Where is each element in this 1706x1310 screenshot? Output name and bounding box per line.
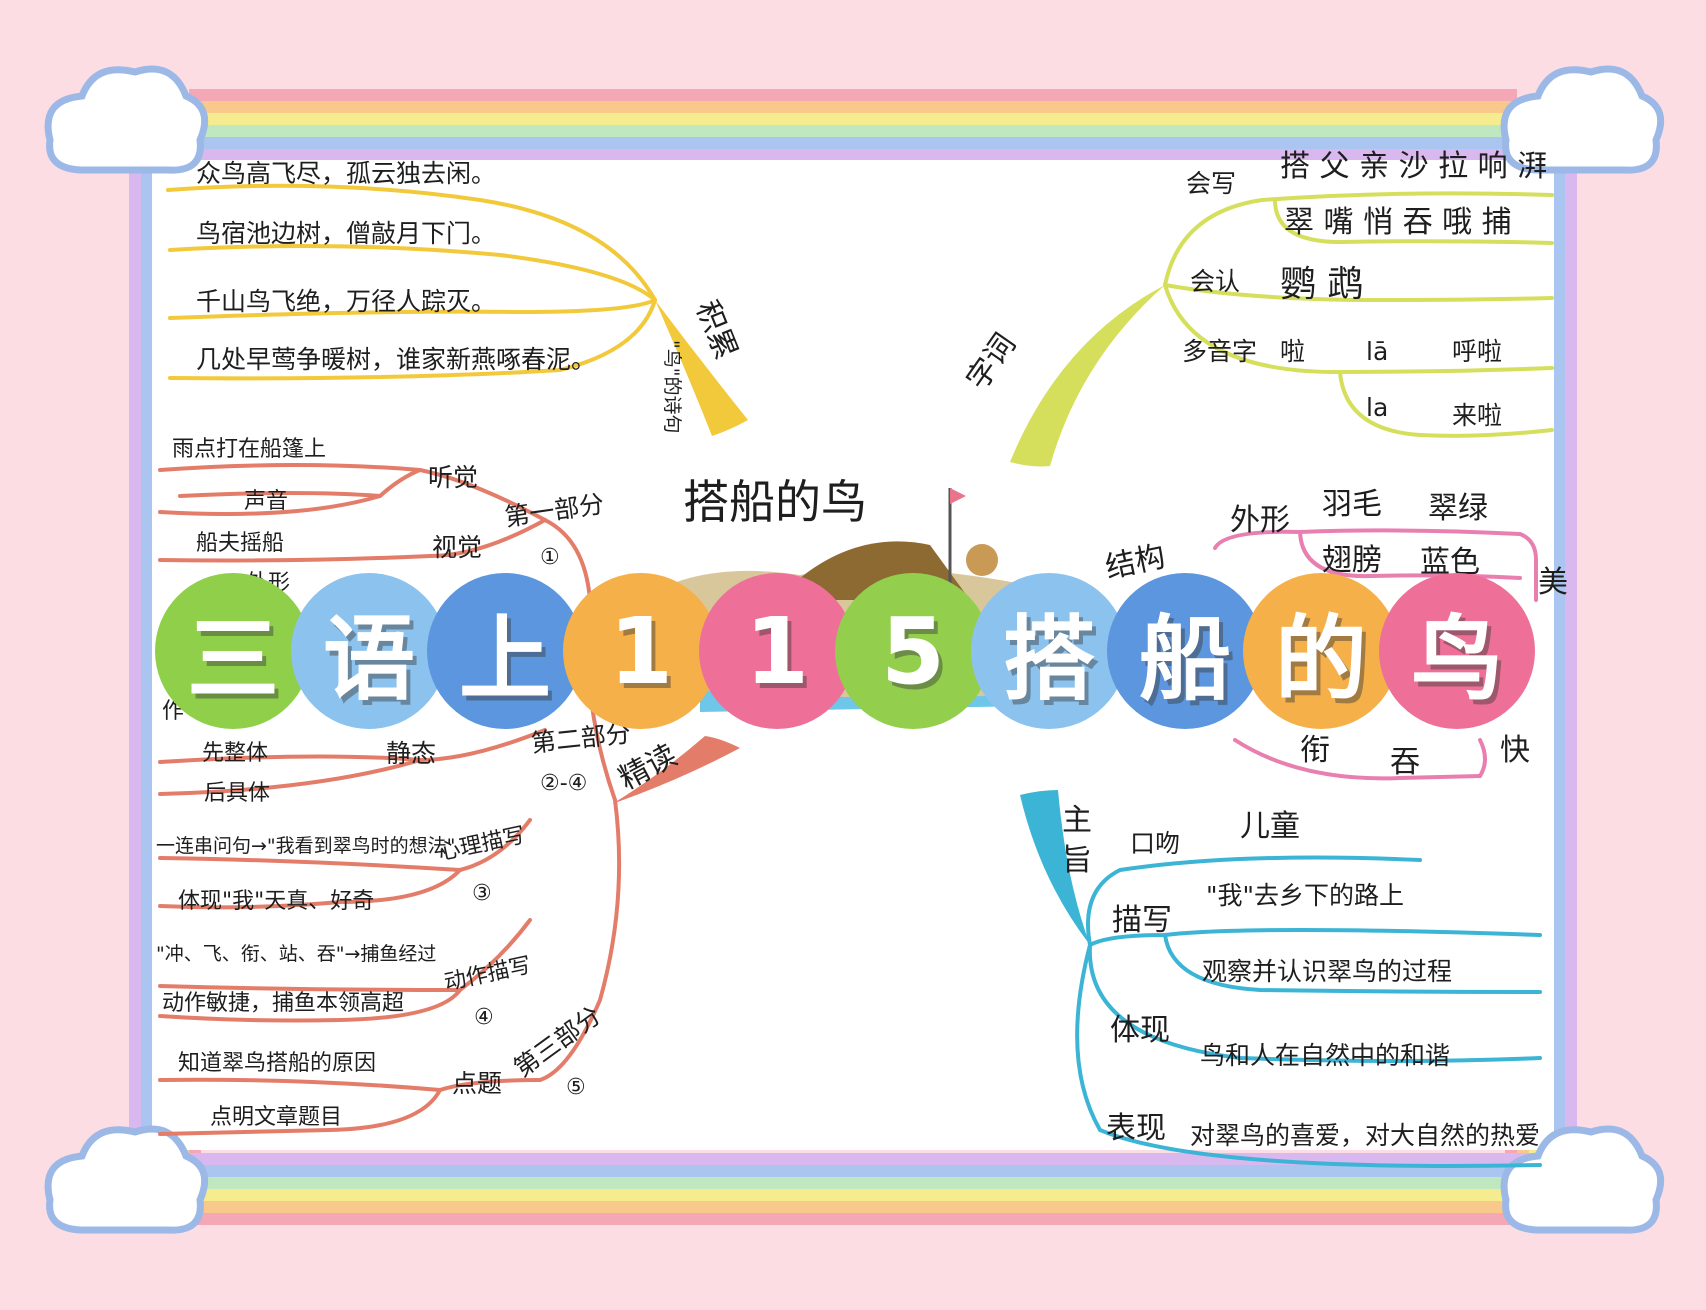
- characters-label: 字词: [960, 327, 1023, 396]
- banner-bubble: 5: [835, 573, 991, 729]
- banner-bubble: 上: [427, 573, 583, 729]
- poem-line: 几处早莺争暖树，谁家新燕啄春泥。: [196, 345, 596, 374]
- hearing-label: 听觉: [428, 463, 478, 492]
- cloud-icon: [1500, 65, 1665, 174]
- banner-bubble: 1: [699, 573, 855, 729]
- part2-number: ②-④: [540, 771, 587, 796]
- structure-item: 衔: [1300, 733, 1330, 768]
- describe-text-2: 观察并认识翠鸟的过程: [1202, 957, 1452, 986]
- static-label: 静态: [386, 739, 436, 768]
- banner-bubble: 鸟: [1379, 573, 1535, 729]
- structure-item: 吞: [1390, 745, 1420, 780]
- characters-branch: [1163, 191, 1554, 438]
- tone-text: 儿童: [1240, 809, 1300, 844]
- sound-text: 声音: [244, 489, 288, 514]
- psych-line-2: 体现"我"天真、好奇: [178, 889, 374, 914]
- action-number: ④: [474, 1005, 494, 1030]
- accumulation-branch: [166, 183, 657, 381]
- accumulation-wedge: [655, 300, 748, 436]
- parts-later-text: 后具体: [204, 781, 270, 806]
- structure-item: 羽毛: [1322, 487, 1382, 522]
- close-reading-wedge: [612, 736, 740, 804]
- structure-item: 翠绿: [1428, 491, 1488, 526]
- banner-bubble: 三: [155, 573, 311, 729]
- accumulation-sublabel: "鸟"的诗句: [661, 340, 683, 433]
- psych-line-1: 一连串问句→"我看到翠鸟时的想法": [156, 835, 455, 857]
- title-text: 点明文章题目: [210, 1105, 342, 1130]
- word-1: 呼啦: [1452, 337, 1502, 366]
- whole-first-text: 先整体: [202, 741, 268, 766]
- characters-wedge: [1010, 285, 1165, 467]
- cloud-icon: [1500, 1125, 1665, 1234]
- write-chars-1: 搭 父 亲 沙 拉 响 湃: [1280, 149, 1547, 184]
- sight-label: 视觉: [432, 533, 482, 562]
- reflect-text: 鸟和人在自然中的和谐: [1200, 1041, 1450, 1070]
- boatman-text: 船夫摇船: [196, 531, 284, 556]
- structure-item: 快: [1500, 733, 1530, 768]
- part3-number: ⑤: [566, 1075, 586, 1100]
- action-line-1: "冲、飞、衔、站、吞"→捕鱼经过: [156, 943, 436, 965]
- polyphone-char: 啦: [1280, 337, 1305, 366]
- point-label: 点题: [452, 1069, 502, 1098]
- action-label: 动作描写: [442, 953, 533, 996]
- structure-item: 美: [1538, 565, 1568, 600]
- word-2: 来啦: [1452, 401, 1502, 430]
- describe-label: 描写: [1112, 903, 1172, 938]
- poem-line: 众鸟高飞尽，孤云独去闲。: [196, 159, 496, 188]
- express-label: 表现: [1106, 1111, 1166, 1146]
- title-banner: 三 语 上 1 1 5 搭 船 的 鸟: [155, 573, 1555, 733]
- cloud-icon: [44, 65, 209, 174]
- banner-bubble: 船: [1107, 573, 1263, 729]
- reason-text: 知道翠鸟搭船的原因: [178, 1051, 376, 1076]
- theme-wedge: [1020, 790, 1090, 945]
- psych-number: ③: [472, 881, 492, 906]
- reflect-label: 体现: [1110, 1013, 1170, 1048]
- write-label: 会写: [1186, 169, 1236, 198]
- cloud-icon: [44, 1125, 209, 1234]
- accumulation-label: 积累: [689, 296, 744, 365]
- appearance-label: 外形: [1230, 503, 1290, 538]
- rain-text: 雨点打在船篷上: [172, 437, 326, 462]
- theme-label-1: 主: [1062, 803, 1092, 838]
- banner-bubble: 1: [563, 573, 719, 729]
- tone-label: 口吻: [1130, 829, 1180, 858]
- banner-bubble: 的: [1243, 573, 1399, 729]
- pinyin-1: lā: [1366, 337, 1388, 366]
- banner-bubble: 搭: [971, 573, 1127, 729]
- read-chars: 鹦 鹉: [1280, 264, 1363, 305]
- poem-line: 鸟宿池边树，僧敲月下门。: [196, 219, 496, 248]
- structure-item: 翅膀: [1322, 543, 1382, 578]
- express-text: 对翠鸟的喜爱，对大自然的热爱: [1190, 1121, 1540, 1150]
- polyphone-label: 多音字: [1182, 337, 1257, 366]
- describe-text-1: "我"去乡下的路上: [1206, 881, 1404, 910]
- pinyin-2: la: [1366, 393, 1388, 422]
- action-line-2: 动作敏捷，捕鱼本领高超: [162, 991, 404, 1016]
- poem-line: 千山鸟飞绝，万径人踪灭。: [196, 287, 496, 316]
- close-reading-branch: [158, 463, 622, 1136]
- part1-number: ①: [540, 545, 560, 570]
- center-title: 搭船的鸟: [683, 475, 867, 529]
- banner-bubble: 语: [291, 573, 447, 729]
- write-chars-2: 翠 嘴 悄 吞 哦 捕: [1284, 205, 1512, 240]
- read-label: 会认: [1190, 267, 1240, 296]
- theme-label-2: 旨: [1062, 843, 1092, 878]
- theme-branch: [1075, 855, 1542, 1168]
